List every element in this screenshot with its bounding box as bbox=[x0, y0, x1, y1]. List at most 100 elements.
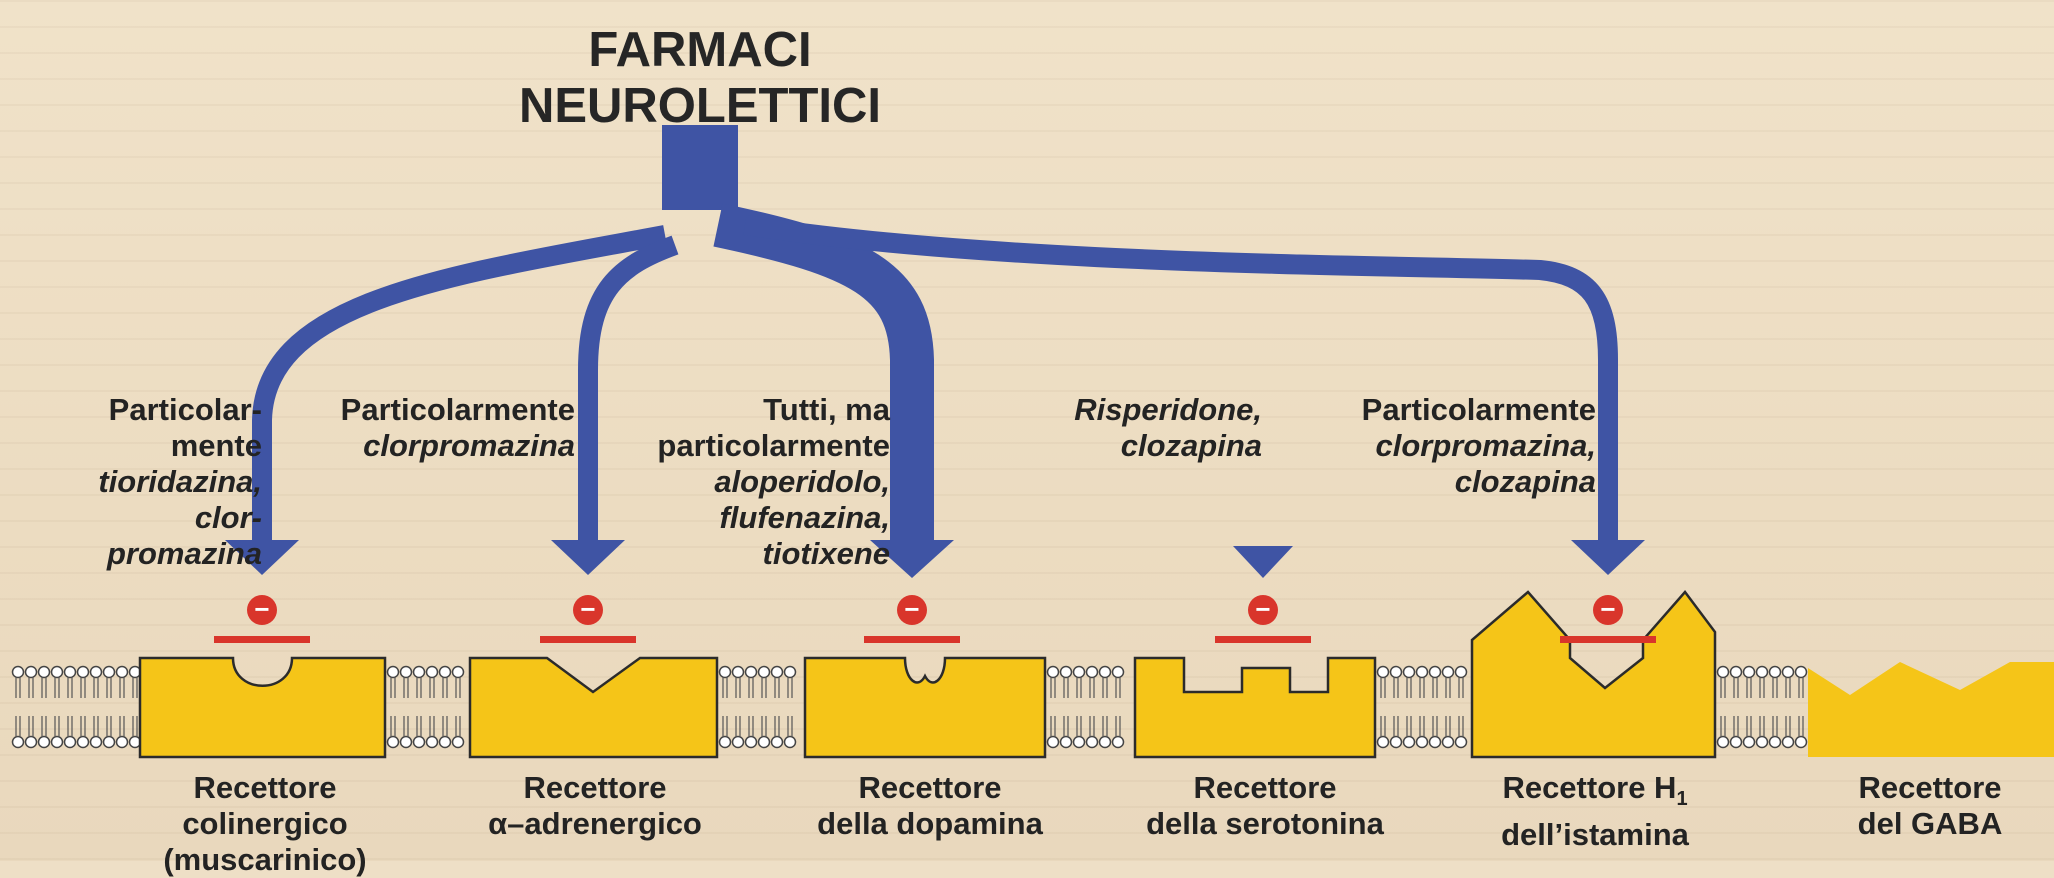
lipid-head bbox=[399, 735, 413, 749]
receptor-name-cholinergic: Recettore colinergico (muscarinico) bbox=[150, 770, 380, 878]
inhibition-minus: − bbox=[904, 594, 919, 624]
lipid-tail bbox=[455, 677, 461, 698]
receptor-name-line: α–adrenergico bbox=[488, 806, 702, 841]
receptor-adrenergic bbox=[468, 656, 719, 759]
receptor-name-line: dell’istamina bbox=[1501, 817, 1689, 853]
arrowhead-histamine bbox=[1571, 540, 1645, 575]
lipid-tail bbox=[67, 716, 73, 737]
lipid-tail bbox=[119, 716, 125, 737]
inhibition-minus: − bbox=[254, 594, 269, 624]
lipid-tail bbox=[132, 716, 138, 737]
lipid-tail bbox=[1089, 716, 1095, 737]
drug-label-line: Particolar- bbox=[108, 392, 262, 427]
lipid-tail bbox=[93, 716, 99, 737]
lipid-head bbox=[11, 735, 25, 749]
receptor-name-line: Recettore bbox=[523, 770, 667, 805]
lipid-tail bbox=[442, 716, 448, 737]
receptor-name-line: Recettore bbox=[193, 770, 337, 805]
lipid-head bbox=[1389, 665, 1403, 679]
lipid-head bbox=[412, 735, 426, 749]
lipid-tail bbox=[1380, 677, 1386, 698]
lipid-head bbox=[115, 665, 129, 679]
drug-label-line: clozapina bbox=[1454, 464, 1596, 499]
lipid-head bbox=[76, 735, 90, 749]
lipid-tail bbox=[1406, 677, 1412, 698]
lipid-head bbox=[386, 735, 400, 749]
drug-label-line: Tutti, ma bbox=[763, 392, 890, 427]
lipid-head bbox=[1794, 735, 1808, 749]
drug-label-line: Particolarmente bbox=[1361, 392, 1596, 427]
drug-label-line: Risperidone, bbox=[1074, 392, 1262, 427]
receptor-gaba bbox=[1808, 662, 2054, 757]
lipid-tail bbox=[1432, 716, 1438, 737]
lipid-tail bbox=[1720, 677, 1726, 698]
lipid-head bbox=[1085, 735, 1099, 749]
lipid-tail bbox=[722, 716, 728, 737]
inhibition-circle bbox=[897, 595, 927, 625]
drug-label-serotonin: Risperidone, clozapina bbox=[1040, 392, 1262, 464]
drug-label-cholinergic: Particolar- mente tioridazina, clor- pro… bbox=[40, 392, 262, 572]
receptor-name-line: del GABA bbox=[1857, 806, 2003, 841]
drug-label-line: aloperidolo, bbox=[714, 464, 890, 499]
lipid-tail bbox=[761, 677, 767, 698]
lipid-tail bbox=[1720, 716, 1726, 737]
lipid-head bbox=[1781, 735, 1795, 749]
drug-label-line: flufenazina, bbox=[719, 500, 890, 535]
arrow-to-adrenergic bbox=[578, 235, 679, 545]
lipid-head bbox=[1716, 735, 1730, 749]
drug-label-line: clor- bbox=[194, 500, 262, 535]
cell-membrane bbox=[11, 665, 1808, 749]
lipid-tail bbox=[1380, 716, 1386, 737]
lipid-tail bbox=[1432, 677, 1438, 698]
lipid-tail bbox=[1063, 716, 1069, 737]
receptor-name-dopamine: Recettore della dopamina bbox=[790, 770, 1070, 842]
lipid-head bbox=[399, 665, 413, 679]
lipid-tail bbox=[1115, 677, 1121, 698]
drug-label-line: clozapina bbox=[1120, 428, 1262, 463]
lipid-tail bbox=[735, 677, 741, 698]
lipid-head bbox=[1441, 735, 1455, 749]
lipid-tail bbox=[1445, 677, 1451, 698]
lipid-head bbox=[1428, 735, 1442, 749]
lipid-head bbox=[1415, 665, 1429, 679]
inhibition-bar bbox=[864, 636, 960, 643]
lipid-tail bbox=[1393, 716, 1399, 737]
drug-label-line: mente bbox=[170, 428, 262, 463]
lipid-head bbox=[1072, 735, 1086, 749]
lipid-tail bbox=[1115, 716, 1121, 737]
lipid-tail bbox=[390, 716, 396, 737]
lipid-tail bbox=[132, 677, 138, 698]
lipid-tail bbox=[1785, 677, 1791, 698]
lipid-head bbox=[115, 735, 129, 749]
receptor-name-line: della serotonina bbox=[1146, 806, 1384, 841]
receptor-name-line: Recettore bbox=[1858, 770, 2002, 805]
lipid-head bbox=[1098, 735, 1112, 749]
lipid-head bbox=[718, 665, 732, 679]
lipid-tail bbox=[106, 677, 112, 698]
lipid-head bbox=[50, 665, 64, 679]
lipid-tail bbox=[774, 716, 780, 737]
inhibition-circle bbox=[1593, 595, 1623, 625]
lipid-tail bbox=[722, 677, 728, 698]
lipid-tail bbox=[41, 716, 47, 737]
lipid-head bbox=[718, 735, 732, 749]
lipid-tail bbox=[1419, 716, 1425, 737]
inhibition-minus: − bbox=[580, 594, 595, 624]
drug-label-dopamine: Tutti, ma particolarmente aloperidolo, f… bbox=[640, 392, 890, 572]
lipid-tail bbox=[1419, 677, 1425, 698]
inhibition-bar bbox=[540, 636, 636, 643]
lipid-tail bbox=[1798, 677, 1804, 698]
lipid-head bbox=[783, 735, 797, 749]
lipid-head bbox=[1072, 665, 1086, 679]
lipid-head bbox=[744, 665, 758, 679]
lipid-head bbox=[757, 735, 771, 749]
lipid-head bbox=[744, 735, 758, 749]
lipid-head bbox=[386, 665, 400, 679]
receptor-histamine bbox=[1470, 590, 1717, 759]
lipid-tail bbox=[442, 677, 448, 698]
lipid-head bbox=[1111, 665, 1125, 679]
lipid-head bbox=[102, 735, 116, 749]
lipid-head bbox=[1454, 735, 1468, 749]
drug-label-line: tiotixene bbox=[762, 536, 890, 571]
lipid-head bbox=[438, 665, 452, 679]
